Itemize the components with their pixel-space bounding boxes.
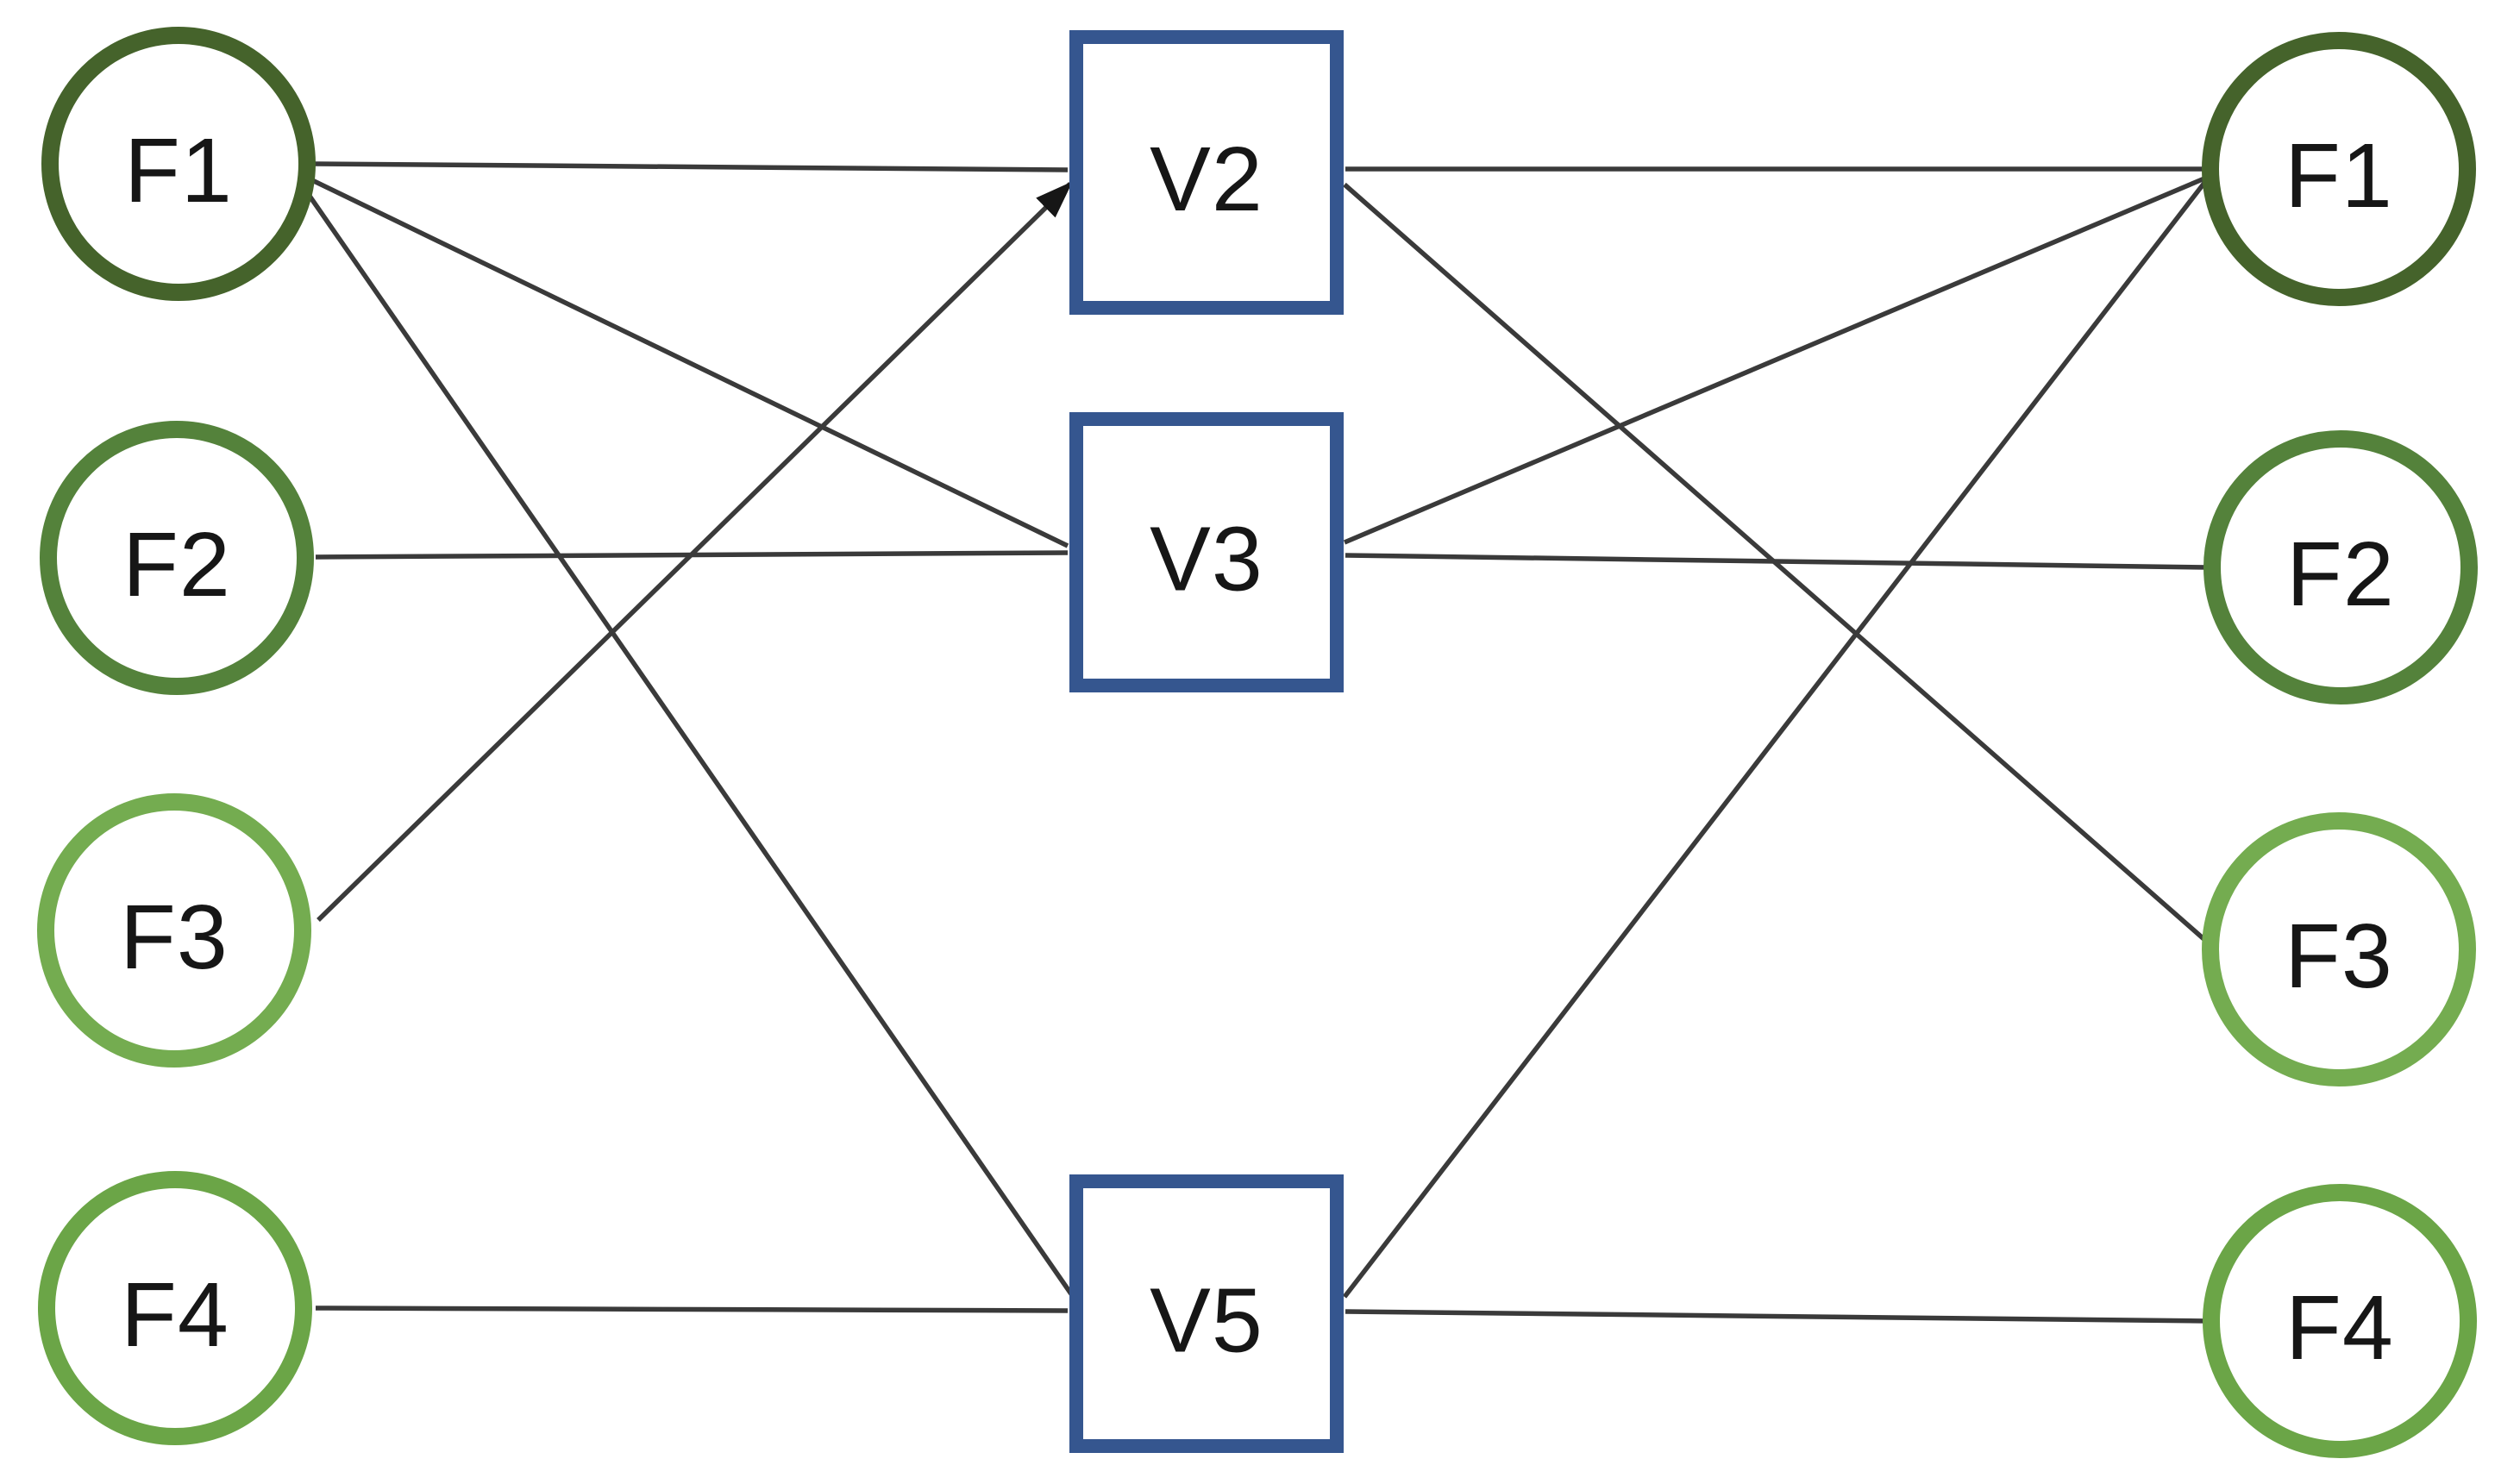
circle-shape-R-F3	[2202, 812, 2476, 1086]
node-R-F1: F1	[2202, 32, 2476, 306]
circle-shape-R-F1	[2202, 32, 2476, 306]
edge-layer	[304, 161, 2210, 1324]
node-V5: V5	[1069, 1174, 1344, 1453]
node-label-L-F4: F4	[121, 1264, 229, 1366]
edge-V3-R-F1	[1343, 176, 2206, 545]
node-label-L-F3: F3	[120, 886, 229, 988]
circle-shape-L-F1	[41, 27, 316, 301]
node-R-F3: F3	[2202, 812, 2476, 1086]
edge-V3-R-F2	[1345, 553, 2209, 570]
edge-L-F1-V2	[314, 161, 1069, 172]
node-label-R-F1: F1	[2285, 125, 2393, 227]
node-label-V2: V2	[1150, 128, 1263, 230]
node-label-V5: V5	[1150, 1270, 1263, 1372]
node-R-F2: F2	[2203, 430, 2478, 704]
edge-V5-R-F1	[1342, 181, 2207, 1299]
edge-L-F3-V2	[317, 181, 1073, 922]
node-label-R-F2: F2	[2286, 523, 2395, 625]
node-V2: V2	[1069, 30, 1344, 315]
node-label-V3: V3	[1150, 509, 1263, 611]
node-label-L-F2: F2	[122, 514, 231, 616]
node-L-F2: F2	[40, 421, 314, 695]
circle-shape-L-F2	[40, 421, 314, 695]
circle-shape-R-F2	[2203, 430, 2478, 704]
node-label-R-F4: F4	[2285, 1277, 2394, 1379]
node-L-F3: F3	[37, 793, 311, 1068]
square-shape-V3	[1069, 412, 1344, 692]
node-R-F4: F4	[2203, 1184, 2477, 1458]
node-label-R-F3: F3	[2285, 905, 2393, 1007]
edge-L-F1-V3	[310, 178, 1069, 548]
node-L-F4: F4	[38, 1171, 312, 1445]
circle-shape-R-F4	[2203, 1184, 2477, 1458]
edge-L-F1-V5	[304, 191, 1075, 1297]
square-shape-V2	[1069, 30, 1344, 315]
edge-L-F4-V5	[315, 1306, 1069, 1313]
circle-shape-L-F3	[37, 793, 311, 1068]
edge-V5-R-F4	[1345, 1309, 2208, 1324]
node-V3: V3	[1069, 412, 1344, 692]
node-label-L-F1: F1	[124, 120, 233, 222]
square-shape-V5	[1069, 1174, 1344, 1453]
circle-shape-L-F4	[38, 1171, 312, 1445]
node-L-F1: F1	[41, 27, 316, 301]
